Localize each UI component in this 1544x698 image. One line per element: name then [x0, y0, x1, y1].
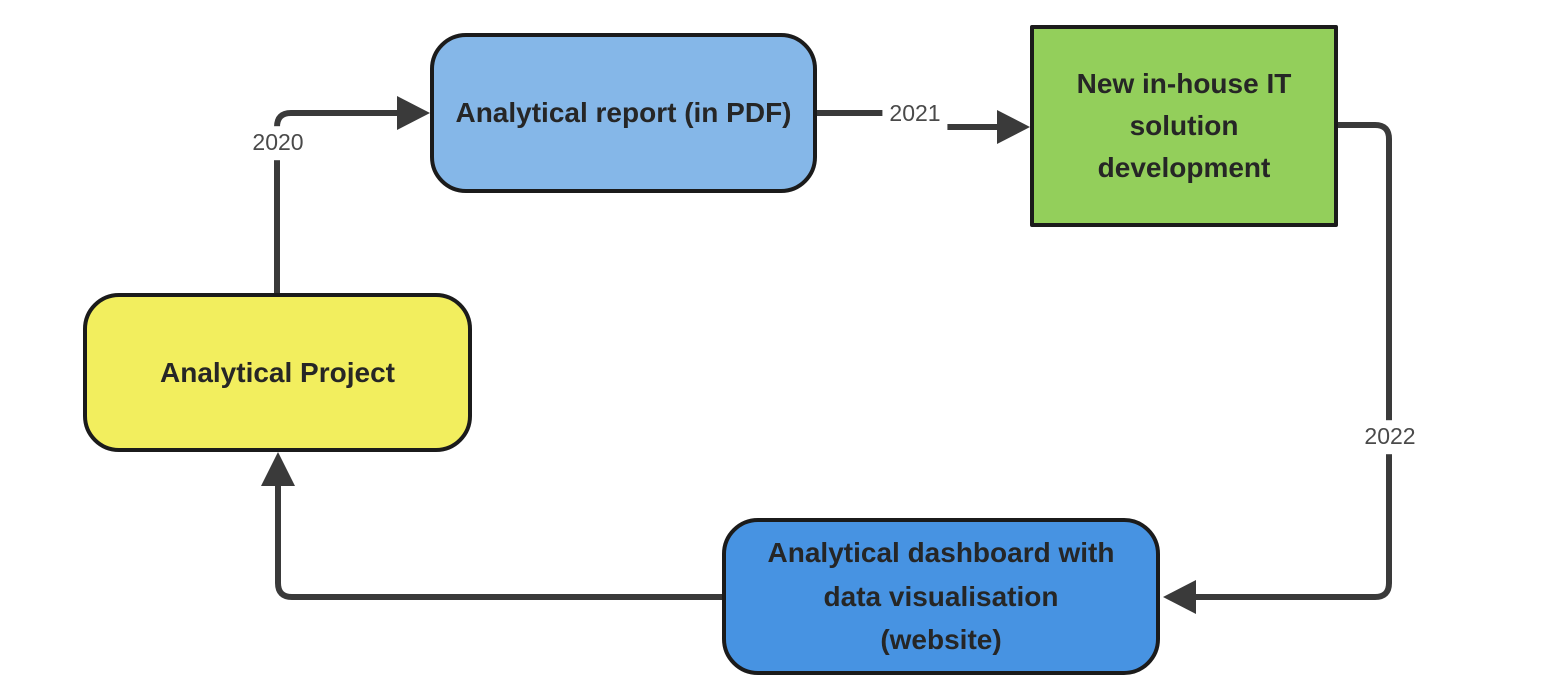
node-analytical-report: Analytical report (in PDF)	[430, 33, 817, 193]
node-analytical-dashboard-label: Analytical dashboard with data visualisa…	[767, 537, 1115, 656]
edge-label-2022: 2022	[1357, 420, 1423, 454]
node-new-it-solution-label: New in-house IT solution development	[1076, 68, 1292, 183]
arrow-return	[261, 452, 722, 600]
node-new-it-solution: New in-house IT solution development	[1030, 25, 1338, 227]
node-analytical-project-label: Analytical Project	[160, 356, 395, 388]
edge-label-2021: 2021	[882, 97, 948, 131]
node-analytical-project: Analytical Project	[83, 293, 472, 452]
edge-label-2020: 2020	[245, 126, 311, 160]
node-analytical-dashboard: Analytical dashboard with data visualisa…	[722, 518, 1160, 675]
node-analytical-report-label: Analytical report (in PDF)	[455, 97, 792, 128]
arrow-2022	[1163, 122, 1392, 614]
